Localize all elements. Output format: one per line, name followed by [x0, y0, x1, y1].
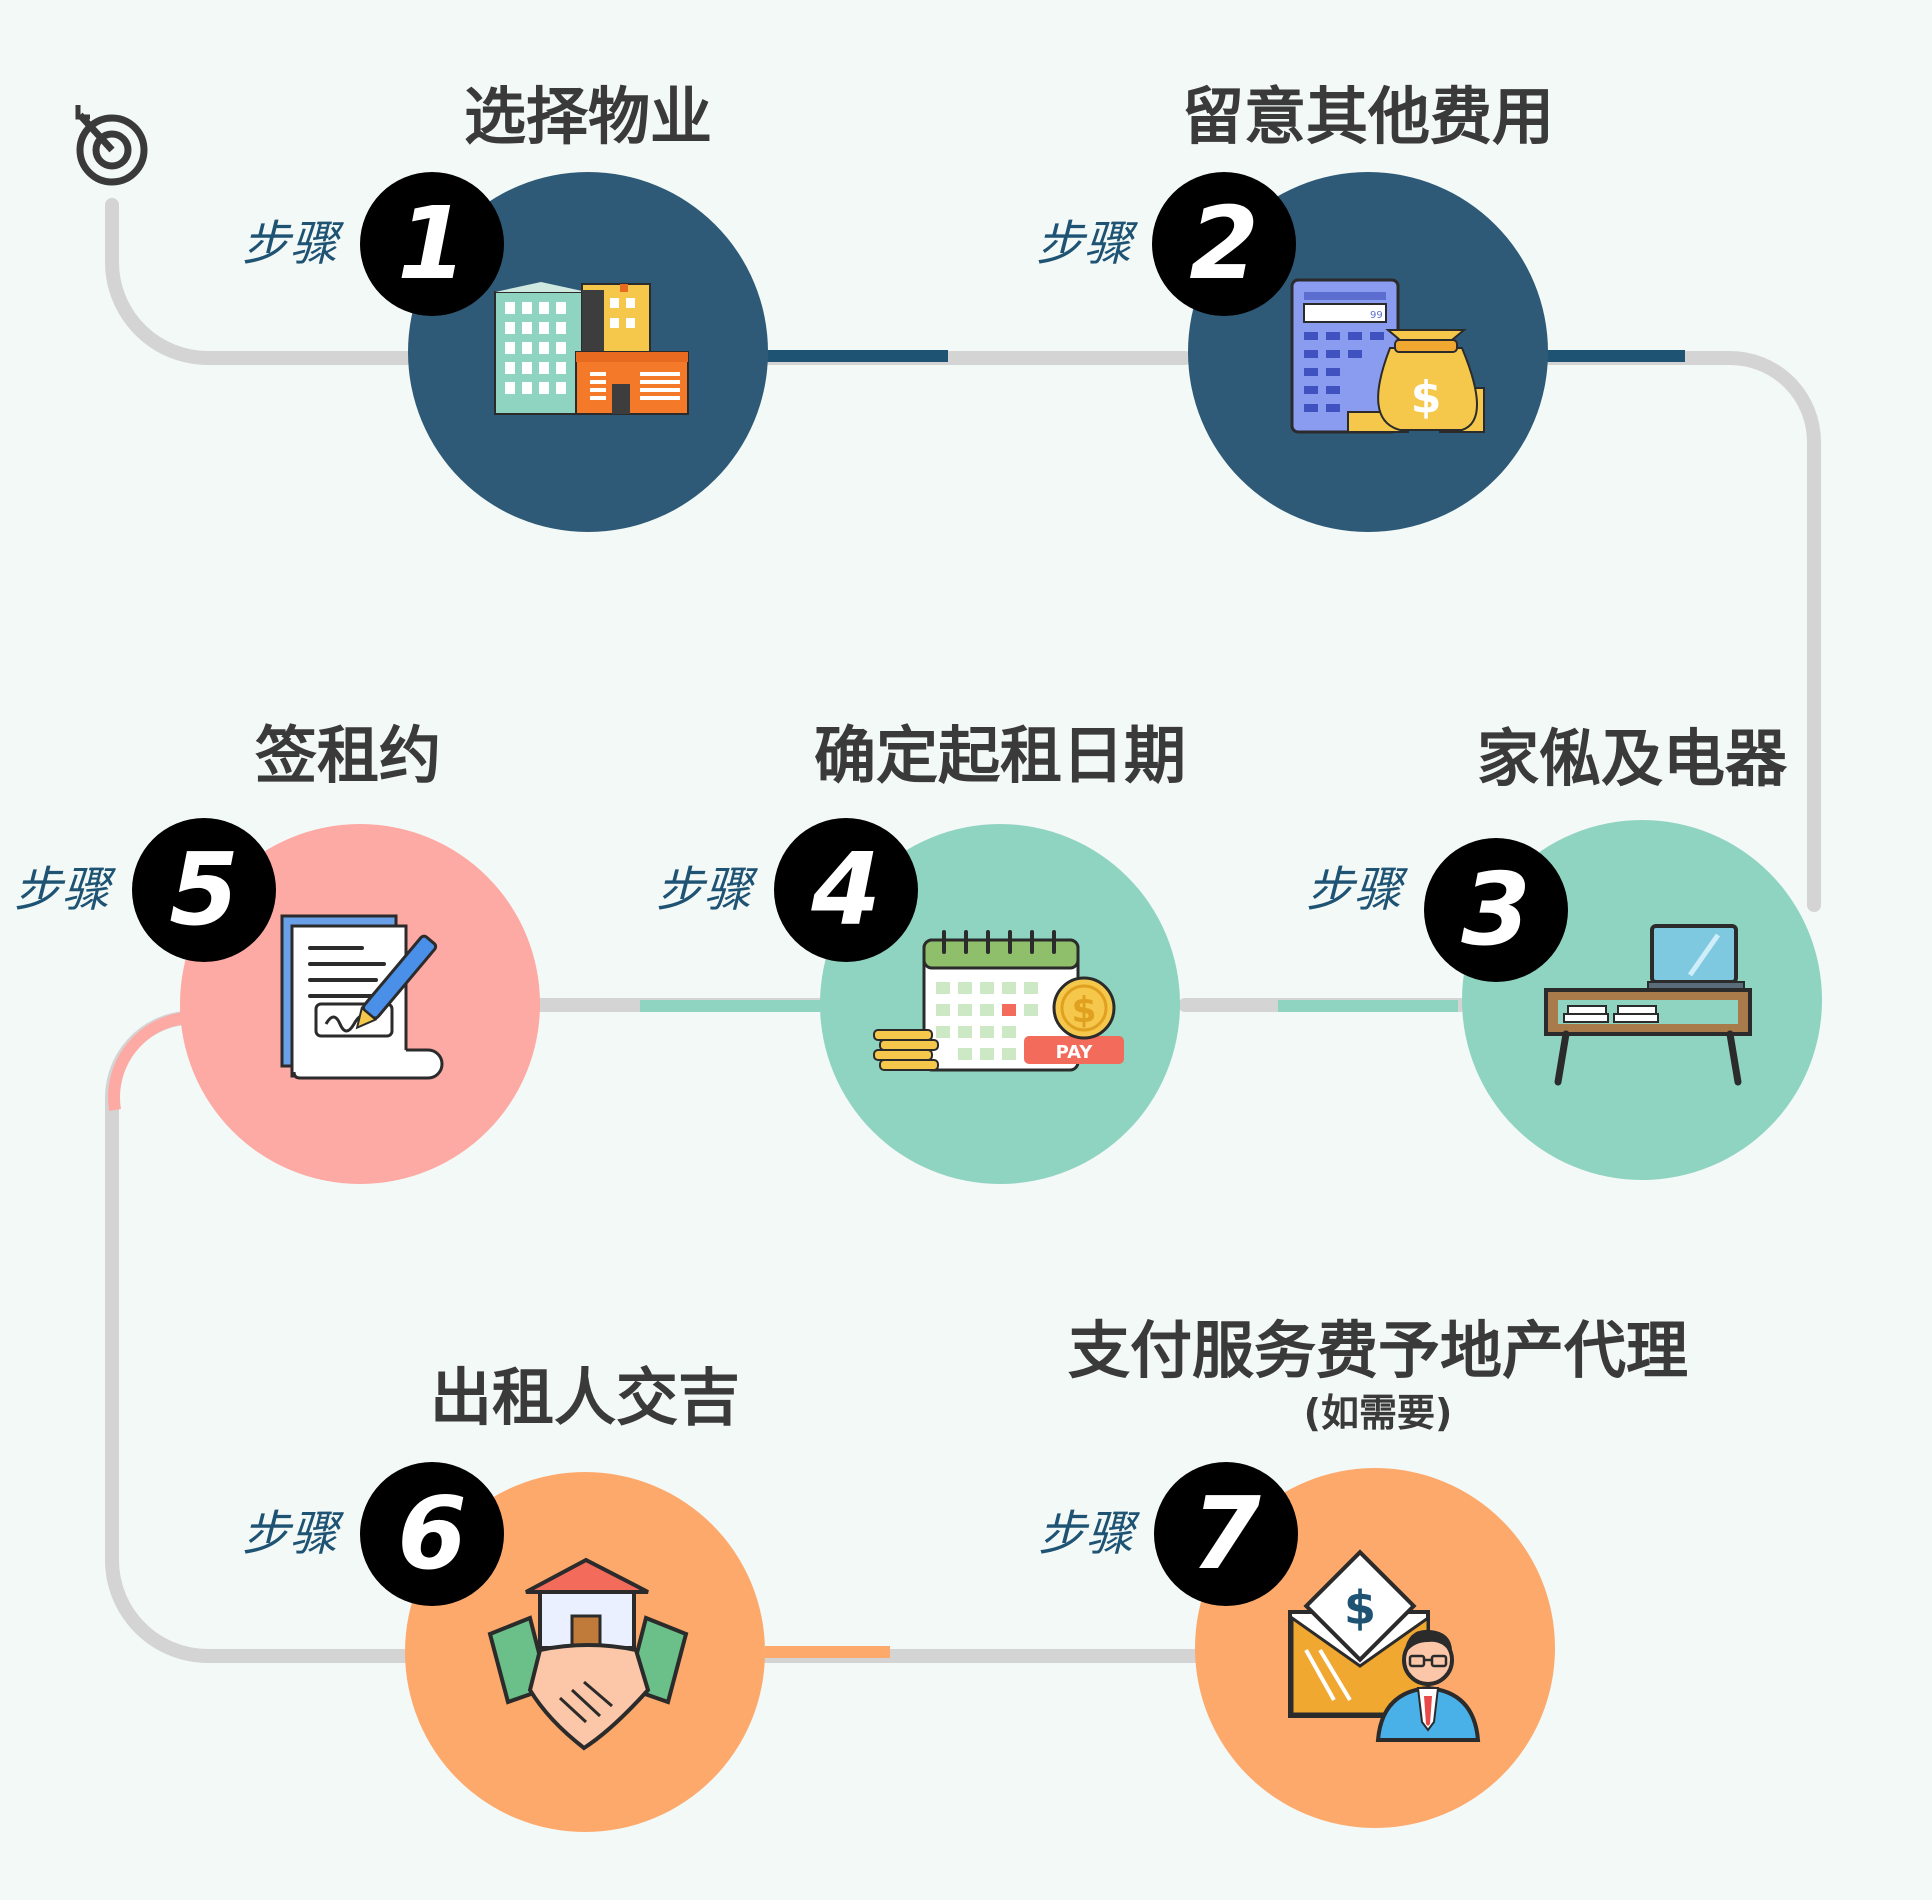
svg-text:$: $ — [1411, 372, 1442, 423]
buildings-icon — [494, 282, 689, 415]
house-handshake-icon — [487, 1557, 689, 1751]
calculator-money-bag-icon: 99 $ — [1290, 278, 1485, 434]
contract-pen-icon — [280, 914, 444, 1080]
step-1-badge: 1 — [360, 172, 504, 316]
step-4-label: 步骤 — [656, 862, 753, 918]
svg-text:$: $ — [1344, 1581, 1376, 1635]
step-1-label: 步骤 — [242, 216, 339, 272]
agent-envelope-icon: $ — [1288, 1549, 1481, 1742]
step-5-label: 步骤 — [14, 862, 111, 918]
step-2-badge: 2 — [1152, 172, 1296, 316]
step-7-badge: 7 — [1154, 1462, 1298, 1606]
step-6-title: 出租人交吉 — [429, 1361, 741, 1434]
svg-text:$: $ — [1071, 990, 1096, 1031]
step-7-subtitle: (如需要) — [1303, 1391, 1453, 1435]
target-icon — [75, 105, 148, 186]
step-2-title: 留意其他费用 — [1181, 80, 1555, 153]
step-3-label: 步骤 — [1306, 862, 1403, 918]
step-3-badge: 3 — [1424, 838, 1568, 982]
step-4-badge: 4 — [774, 818, 918, 962]
svg-text:99: 99 — [1370, 310, 1383, 321]
step-3-title: 家俬及电器 — [1476, 722, 1788, 795]
step-5-title: 签租约 — [254, 719, 442, 792]
furniture-tv-icon — [1544, 924, 1752, 1086]
step-1-title: 选择物业 — [463, 80, 713, 153]
step-2-label: 步骤 — [1036, 216, 1133, 272]
track-accents — [108, 350, 1685, 1658]
calendar-pay-icon: PAY $ — [873, 930, 1124, 1072]
accent-pink — [108, 1012, 186, 1111]
step-6-badge: 6 — [360, 1462, 504, 1606]
svg-text:PAY: PAY — [1056, 1042, 1094, 1063]
track-segment-2-3 — [1538, 351, 1821, 912]
step-4-title: 确定起租日期 — [813, 719, 1187, 792]
step-5-badge: 5 — [132, 818, 276, 962]
step-7-label: 步骤 — [1038, 1506, 1135, 1562]
step-7-title: 支付服务费予地产代理 — [1067, 1314, 1689, 1387]
track-segment-start — [105, 198, 417, 365]
step-6-label: 步骤 — [242, 1506, 339, 1562]
